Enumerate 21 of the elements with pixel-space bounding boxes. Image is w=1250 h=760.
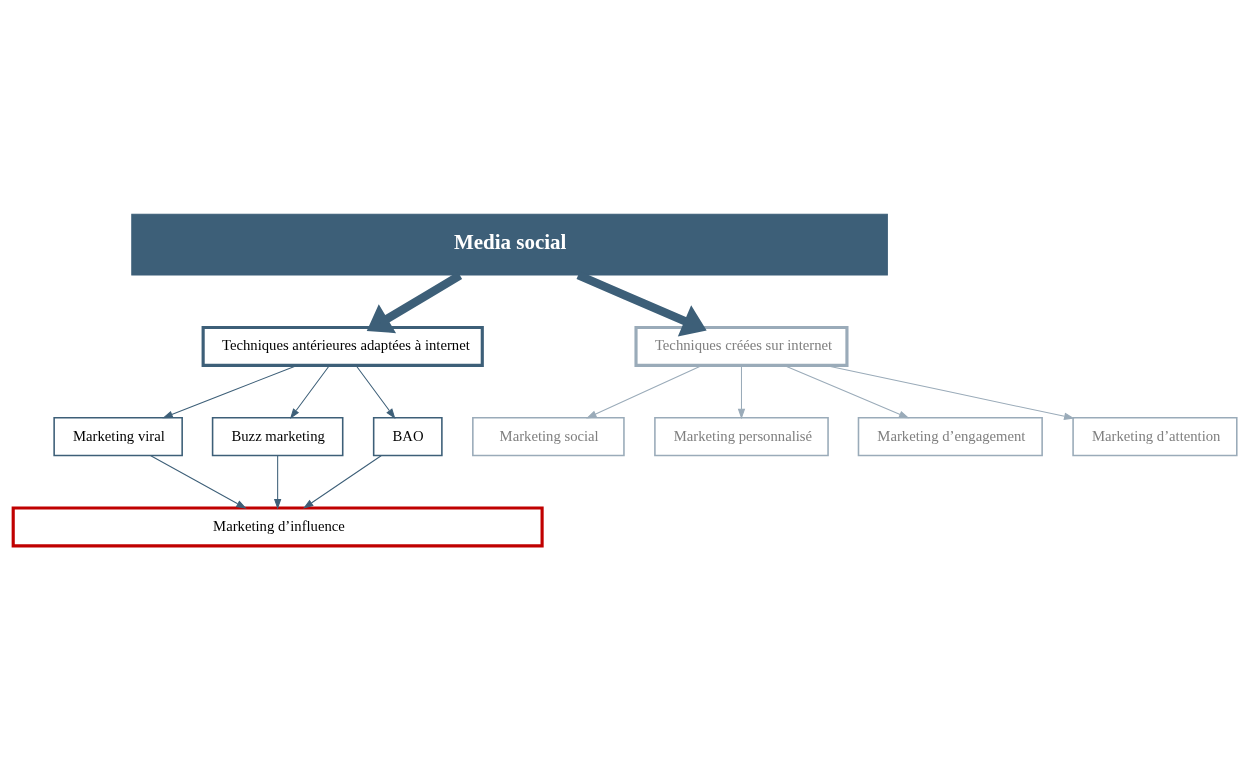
arrow [302, 455, 382, 509]
arrow [586, 365, 703, 419]
node-box: Marketing d’influence [11, 506, 544, 548]
node-box: Marketing personnalisé [654, 417, 829, 457]
arrow [355, 365, 396, 419]
arrow [737, 365, 746, 420]
node-box: Marketing d’engagement [857, 417, 1043, 457]
arrow [289, 365, 330, 419]
arrow [783, 365, 910, 419]
node-box: Marketing d’attention [1072, 417, 1238, 457]
arrow [274, 455, 282, 510]
node-box: Buzz marketing [211, 417, 344, 457]
arrow [162, 364, 298, 419]
node-box: Marketing social [472, 417, 625, 457]
node-box: Techniques antérieures adaptées à internet [201, 325, 484, 367]
node-box: BAO [372, 417, 443, 457]
arrow [825, 364, 1075, 420]
node-box: Techniques créées sur internet [634, 325, 849, 367]
arrow [150, 455, 247, 509]
node-box: Media social [131, 213, 888, 276]
node-box: Marketing viral [53, 417, 183, 457]
